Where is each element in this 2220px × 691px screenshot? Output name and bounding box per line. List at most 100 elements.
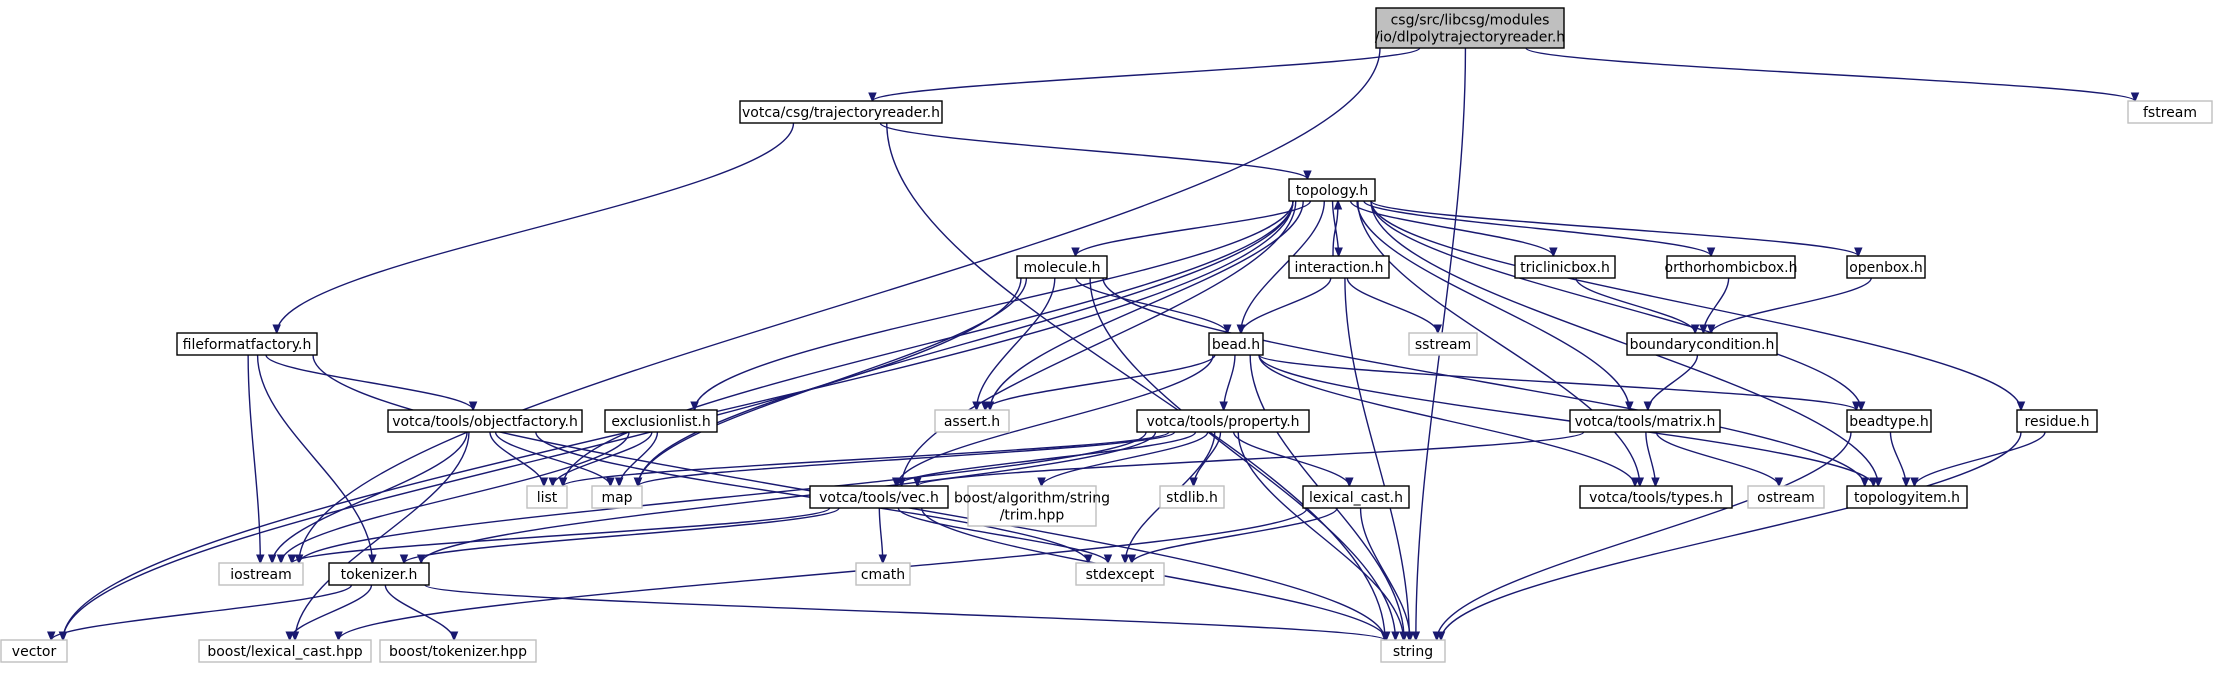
node-root[interactable]: csg/src/libcsg/modules/io/dlpolytrajecto… [1375, 7, 1565, 49]
node-trim: boost/algorithm/string/trim.hpp [954, 485, 1110, 527]
edge-topology-to-exclusionlist [695, 200, 1294, 410]
edge-property-to-tokenizer [421, 431, 1157, 563]
edge-property-to-iostream [299, 431, 1147, 563]
edge-lexicalcast-to-string [1359, 507, 1411, 640]
node-list: list [526, 485, 568, 509]
node-boundarycondition[interactable]: boundarycondition.h [1626, 332, 1778, 356]
edge-residue-to-topologyitem [1915, 431, 2046, 486]
node-fileformatfactory[interactable]: fileformatfactory.h [176, 332, 318, 356]
node-label: votca/tools/vec.h [819, 490, 939, 506]
node-box [604, 409, 718, 433]
edge-bead-to-types [1258, 354, 1635, 486]
edge-trajectoryreader-to-string [886, 122, 1385, 640]
node-property[interactable]: votca/tools/property.h [1136, 409, 1310, 433]
node-label: triclinicbox.h [1520, 260, 1610, 276]
edge-vec-to-tokenizer [404, 507, 840, 564]
edge-lexicalcast-to-stdexcept [1132, 507, 1338, 563]
node-box [0, 639, 68, 663]
edge-bead-to-topologyitem [1258, 354, 1873, 486]
edge-property-to-stdlib [1194, 431, 1222, 486]
node-label: interaction.h [1294, 260, 1383, 276]
node-box [1159, 485, 1225, 509]
node-orthorhombicbox[interactable]: orthorhombicbox.h [1665, 255, 1798, 279]
node-sstream: sstream [1408, 332, 1478, 356]
node-label: molecule.h [1023, 260, 1100, 276]
node-types[interactable]: votca/tools/types.h [1579, 485, 1733, 509]
node-openbox[interactable]: openbox.h [1846, 255, 1926, 279]
node-tokenizer[interactable]: tokenizer.h [328, 562, 430, 586]
node-box [2127, 100, 2213, 124]
node-lexicalcast[interactable]: lexical_cast.h [1302, 485, 1410, 509]
edge-tokenizer-to-vector [51, 584, 353, 641]
node-box [1579, 485, 1733, 509]
node-box [2016, 409, 2098, 433]
node-label: assert.h [944, 414, 1000, 430]
edge-property-to-vec [896, 431, 1197, 487]
node-label: ostream [1757, 490, 1815, 506]
edge-tokenizer-to-string [424, 584, 1385, 640]
edge-fileformatfactory-to-iostream [247, 354, 260, 563]
edge-matrix-to-ostream [1655, 431, 1779, 486]
edge-topology-to-bead [1241, 200, 1326, 333]
node-box [387, 409, 583, 433]
node-topologyitem[interactable]: topologyitem.h [1846, 485, 1968, 509]
node-label: boost/lexical_cast.hpp [207, 644, 362, 660]
node-bead[interactable]: bead.h [1208, 332, 1264, 356]
node-box [176, 332, 318, 356]
node-label: votca/tools/property.h [1146, 414, 1299, 430]
node-box [526, 485, 568, 509]
edge-triclinicbox-to-boundarycondition [1575, 277, 1695, 333]
edge-property-to-list [563, 431, 1170, 487]
edge-bead-to-assert [985, 354, 1216, 410]
node-label: /io/dlpolytrajectoryreader.h [1375, 30, 1565, 46]
node-interaction[interactable]: interaction.h [1288, 255, 1390, 279]
edge-vec-to-cmath [879, 507, 882, 563]
node-box [809, 485, 949, 509]
node-vec[interactable]: votca/tools/vec.h [809, 485, 949, 509]
node-box [1302, 485, 1410, 509]
node-label: csg/src/libcsg/modules [1391, 13, 1550, 29]
node-label: boost/algorithm/string [954, 491, 1110, 507]
node-molecule[interactable]: molecule.h [1016, 255, 1108, 279]
node-boosttokenizer: boost/tokenizer.hpp [379, 639, 537, 663]
node-residue[interactable]: residue.h [2016, 409, 2098, 433]
edge-exclusionlist-to-iostream [281, 431, 630, 563]
node-string: string [1380, 639, 1446, 663]
edge-topology-to-map [638, 200, 1294, 486]
edge-interaction-to-sstream [1346, 277, 1437, 333]
node-trajectoryreader[interactable]: votca/csg/trajectoryreader.h [739, 100, 943, 124]
edge-property-to-map [638, 431, 1176, 487]
node-triclinicbox[interactable]: triclinicbox.h [1514, 255, 1616, 279]
node-box [1288, 178, 1376, 202]
nodes-layer: csg/src/libcsg/modules/io/dlpolytrajecto… [0, 7, 2213, 663]
node-beadtype[interactable]: beadtype.h [1846, 409, 1932, 433]
node-box [328, 562, 430, 586]
node-topology[interactable]: topology.h [1288, 178, 1376, 202]
edge-interaction-to-topology [1332, 201, 1338, 257]
node-label: orthorhombicbox.h [1665, 260, 1798, 276]
edges-layer [51, 47, 2135, 641]
node-box [1208, 332, 1264, 356]
edge-objectfactory-to-map [494, 431, 611, 486]
node-label: boundarycondition.h [1630, 337, 1775, 353]
node-label: votca/tools/objectfactory.h [392, 414, 578, 430]
node-box [1846, 255, 1926, 279]
edge-topology-to-vec [902, 200, 1297, 486]
node-label: iostream [230, 567, 292, 583]
edge-bead-to-vec [897, 354, 1214, 486]
node-box [967, 485, 1097, 527]
node-stdlib: stdlib.h [1159, 485, 1225, 509]
node-objectfactory[interactable]: votca/tools/objectfactory.h [387, 409, 583, 433]
node-matrix[interactable]: votca/tools/matrix.h [1569, 409, 1721, 433]
edge-interaction-to-string [1344, 277, 1409, 640]
edge-topology-to-list [563, 200, 1294, 486]
node-label: bead.h [1212, 337, 1260, 353]
edge-bead-to-beadtype [1258, 354, 1856, 411]
edge-topology-to-residue [1370, 200, 2021, 410]
node-box [1375, 7, 1565, 49]
node-exclusionlist[interactable]: exclusionlist.h [604, 409, 718, 433]
node-label: vector [12, 644, 57, 660]
edge-molecule-to-assert [977, 277, 1056, 410]
node-label: list [537, 490, 558, 506]
node-label: lexical_cast.h [1309, 490, 1403, 506]
